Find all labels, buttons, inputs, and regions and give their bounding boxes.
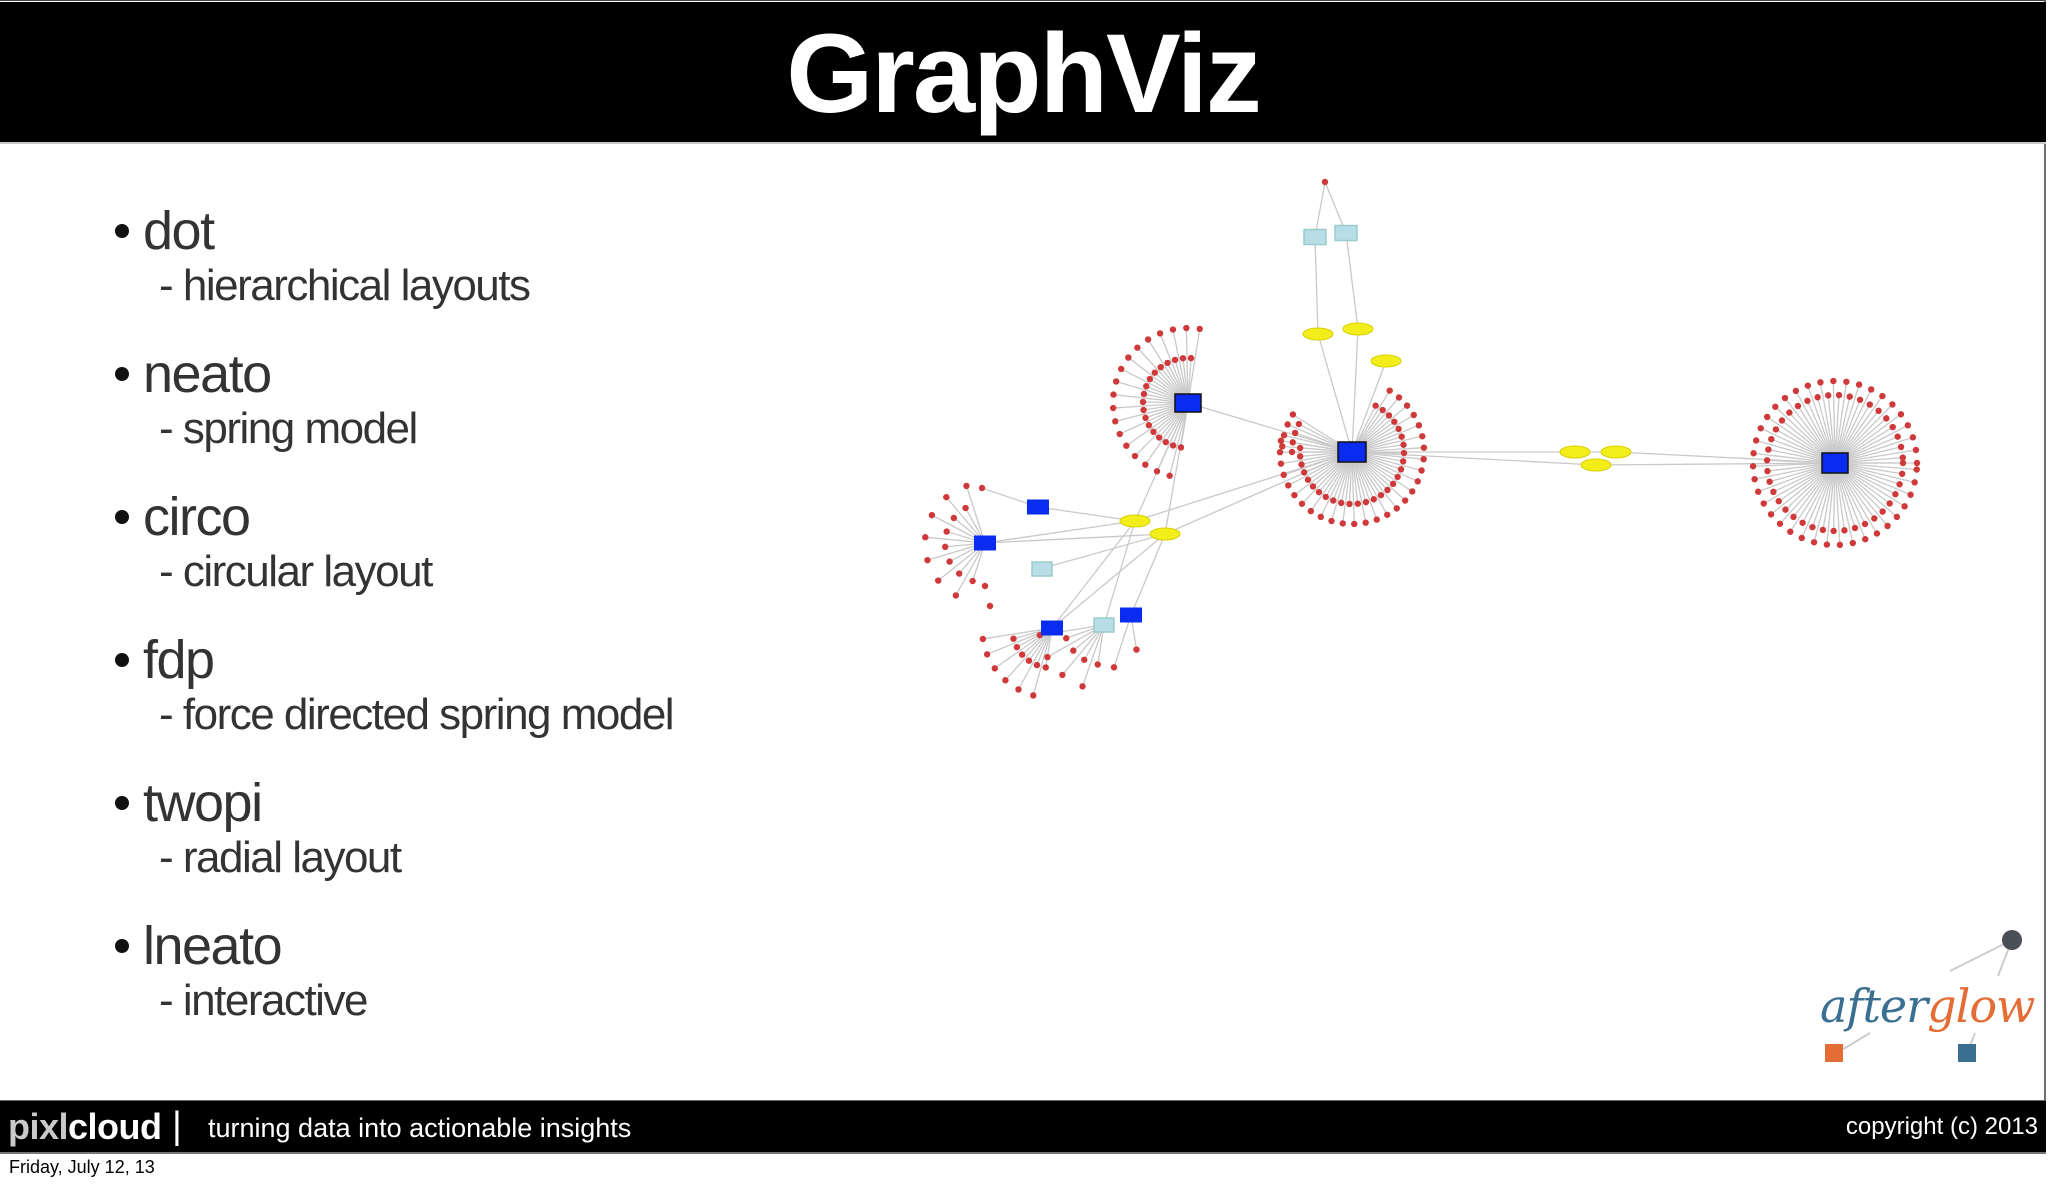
bullet-icon [115,795,129,810]
tagline: turning data into actionable insights [208,1113,632,1143]
bullet-label: lneato [143,916,283,976]
logo-text-glow: glow [1927,979,2035,1033]
bullet-item-twopi: twopi - radial layout [115,773,402,883]
bullet-label: dot [143,201,215,261]
bullet-sub: - interactive [159,976,368,1025]
bullet-icon [115,509,129,524]
brand-part-cloud: cloud [68,1106,162,1147]
bullet-sub: - spring model [159,404,418,453]
bullet-icon [115,652,129,667]
copyright: copyright (c) 2013 [1845,1113,2038,1140]
bullet-sub: - hierarchical layouts [159,261,531,310]
bullet-icon [115,223,129,238]
graph-visualization [922,178,1921,699]
bullet-sub: - radial layout [159,833,402,882]
afterglow-logo-graphic [1825,930,2022,1062]
title-bar: GraphViz [0,2,2046,144]
bullet-item-neato: neato - spring model [115,344,418,454]
bullet-icon [115,366,129,381]
afterglow-logo: afterglow [1800,921,2040,1071]
bullet-label: twopi [143,773,263,833]
brand-logo: pixlcloud [8,1106,162,1148]
bullet-item-fdp: fdp - force directed spring model [115,630,675,740]
footer-bar: pixlcloud | turning data into actionable… [0,1100,2046,1154]
bullet-icon [115,938,129,953]
bullet-label: circo [143,487,251,547]
brand-separator: | [172,1105,182,1147]
bullet-label: neato [143,344,272,404]
bullet-item-dot: dot - hierarchical layouts [115,201,531,311]
print-date: Friday, July 12, 13 [9,1157,155,1177]
bullet-item-circo: circo - circular layout [115,487,433,597]
bullet-item-lneato: lneato - interactive [115,916,368,1026]
brand-part-pixl: pixl [8,1106,69,1147]
bullet-label: fdp [143,630,215,690]
slide-title: GraphViz [786,11,1262,136]
bullet-sub: - force directed spring model [159,690,675,739]
bullet-sub: - circular layout [159,547,433,596]
logo-text-after: after [1820,979,1928,1033]
slide: GraphViz dot - hierarchical layouts neat… [0,0,2046,1154]
